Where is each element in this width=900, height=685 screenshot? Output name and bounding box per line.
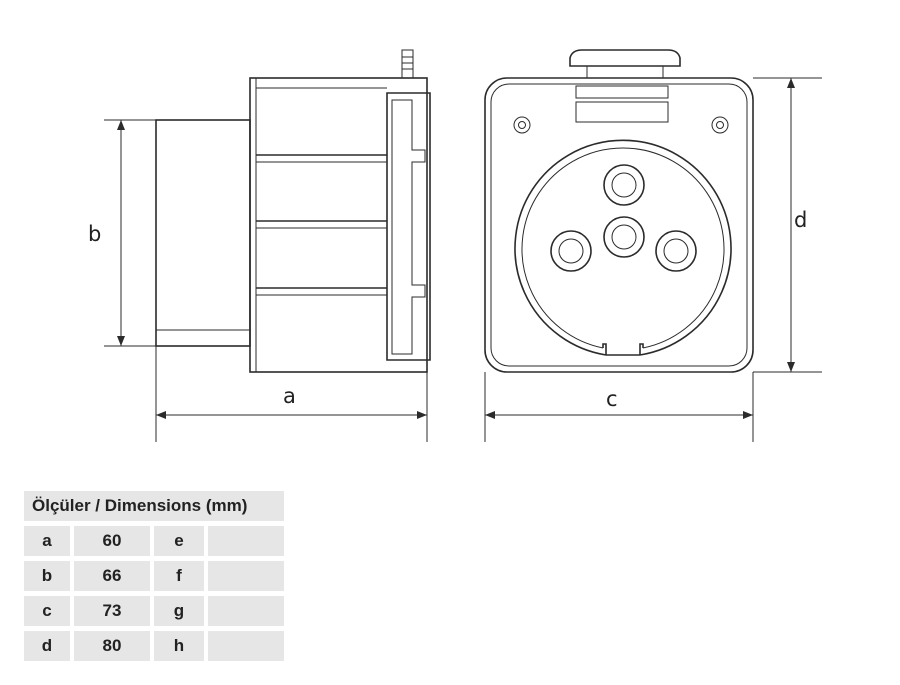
dim-value: 80 <box>74 631 150 661</box>
table-header: Ölçüler / Dimensions (mm) <box>24 491 284 521</box>
dim-label-b: b <box>88 222 101 246</box>
technical-drawing: b a <box>88 49 822 442</box>
dim-label-c: c <box>606 387 618 411</box>
dim-value <box>208 631 284 661</box>
dim-key: f <box>154 561 204 591</box>
dim-value <box>208 596 284 626</box>
dimension-a: a <box>155 346 428 442</box>
table-row: d 80 h <box>24 631 284 661</box>
dim-value <box>208 526 284 556</box>
side-view <box>155 49 431 373</box>
dim-key: c <box>24 596 70 626</box>
dim-label-d: d <box>794 208 807 232</box>
dimension-d: d <box>753 77 822 373</box>
dimensions-table: Ölçüler / Dimensions (mm) a 60 e b 66 f … <box>20 486 288 666</box>
table-row: c 73 g <box>24 596 284 626</box>
dim-value <box>208 561 284 591</box>
dim-key: d <box>24 631 70 661</box>
dim-key: a <box>24 526 70 556</box>
dim-key: g <box>154 596 204 626</box>
dimension-c: c <box>484 372 754 442</box>
dim-label-a: a <box>283 384 296 408</box>
dimension-b: b <box>88 119 156 347</box>
front-view <box>484 49 754 373</box>
dim-value: 60 <box>74 526 150 556</box>
dim-value: 73 <box>74 596 150 626</box>
table-row: b 66 f <box>24 561 284 591</box>
dim-key: b <box>24 561 70 591</box>
table-header-row: Ölçüler / Dimensions (mm) <box>24 491 284 521</box>
dim-key: h <box>154 631 204 661</box>
dim-key: e <box>154 526 204 556</box>
dim-value: 66 <box>74 561 150 591</box>
table-row: a 60 e <box>24 526 284 556</box>
